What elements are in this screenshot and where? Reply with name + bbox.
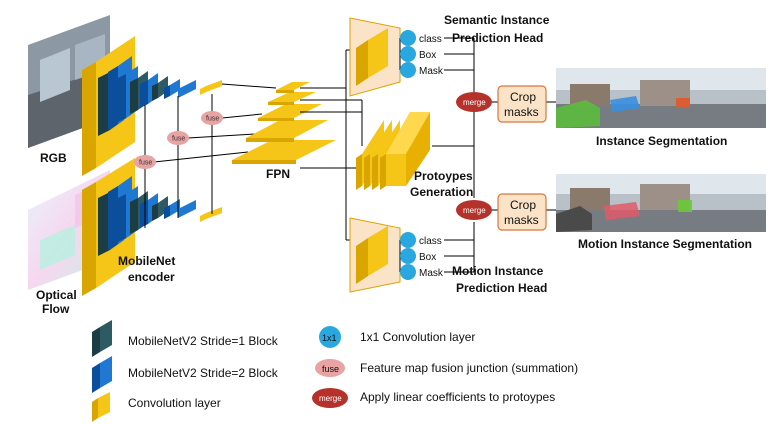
fuse-junction-3 (201, 111, 223, 125)
legend-fuse-icon-text: fuse (322, 364, 339, 374)
motion-prediction-head (349, 217, 408, 293)
rgb-encoder-stream (82, 36, 222, 176)
crop-masks-semantic-line1: Crop (510, 90, 536, 104)
merge-node-motion (456, 200, 492, 220)
fpn-label: FPN (266, 167, 290, 181)
legend-stride2-label: MobileNetV2 Stride=2 Block (128, 366, 279, 380)
instance-segmentation-image (556, 68, 766, 128)
motion-output-box: Box (419, 252, 436, 263)
legend-conv-label: Convolution layer (128, 396, 221, 410)
prototypes-generation-block (356, 112, 430, 190)
fuse-junction-1 (134, 155, 156, 169)
merge-node-semantic-label: merge (463, 98, 486, 107)
prototypes-title-line1: Protoypes (414, 169, 473, 183)
merge-node-semantic (456, 92, 492, 112)
legend-1x1-icon-text: 1x1 (322, 333, 337, 343)
legend-merge-label: Apply linear coefficients to protoypes (360, 390, 555, 404)
crop-masks-semantic-line2: masks (504, 105, 539, 119)
legend-merge-icon (312, 388, 348, 408)
semantic-head-title-line2: Prediction Head (452, 31, 543, 45)
instance-segmentation-label: Instance Segmentation (596, 134, 727, 148)
legend-conv-icon (92, 392, 110, 422)
legend-fuse-icon (315, 359, 345, 377)
prototypes-title-line2: Generation (410, 185, 473, 199)
motion-output-class: class (419, 236, 442, 247)
motion-1x1-conv-mask (400, 264, 416, 280)
fuse-junction-3-label: fuse (206, 116, 219, 123)
legend-1x1-icon (319, 326, 341, 348)
semantic-head-title-line1: Semantic Instance (444, 13, 550, 27)
crop-masks-motion-line1: Crop (510, 198, 536, 212)
semantic-output-box: Box (419, 50, 436, 61)
motion-head-title-line1: Motion Instance (452, 264, 544, 278)
semantic-1x1-conv-box (400, 46, 416, 62)
motion-1x1-conv-class (400, 232, 416, 248)
flow-encoder-stream (82, 158, 222, 296)
semantic-1x1-conv-class (400, 30, 416, 46)
encoder-label-line2: encoder (128, 270, 175, 284)
motion-1x1-conv-box (400, 248, 416, 264)
semantic-1x1-conv-mask (400, 62, 416, 78)
motion-segmentation-label: Motion Instance Segmentation (578, 237, 752, 251)
legend-fuse-label: Feature map fusion junction (summation) (360, 361, 578, 375)
crop-masks-box-motion (497, 193, 547, 231)
semantic-output-mask: Mask (419, 66, 444, 77)
crop-masks-motion-line2: masks (504, 213, 539, 227)
crop-masks-box-semantic (497, 85, 547, 123)
fuse-junction-1-label: fuse (139, 160, 152, 167)
encoder-label-line1: MobileNet (118, 254, 175, 268)
rgb-label: RGB (40, 151, 67, 165)
legend-merge-icon-text: merge (319, 394, 342, 403)
fuse-junction-2 (167, 131, 189, 145)
semantic-prediction-head (349, 17, 408, 97)
legend-stride1-icon (92, 320, 112, 357)
optical-flow-label-line2: Flow (42, 302, 70, 316)
legend-1x1-label: 1x1 Convolution layer (360, 330, 475, 344)
semantic-output-class: class (419, 34, 442, 45)
encoder-fusion-connectors (144, 83, 277, 228)
motion-head-title-line2: Prediction Head (456, 281, 547, 295)
motion-output-mask: Mask (419, 268, 444, 279)
merge-node-motion-label: merge (463, 206, 486, 215)
fuse-junction-2-label: fuse (172, 136, 185, 143)
motion-segmentation-image (556, 174, 766, 232)
legend-stride1-label: MobileNetV2 Stride=1 Block (128, 334, 279, 348)
fpn-pyramid (232, 82, 336, 164)
legend-stride2-icon (92, 356, 112, 393)
merge-connectors (432, 37, 556, 273)
optical-flow-label-line1: Optical (36, 288, 77, 302)
